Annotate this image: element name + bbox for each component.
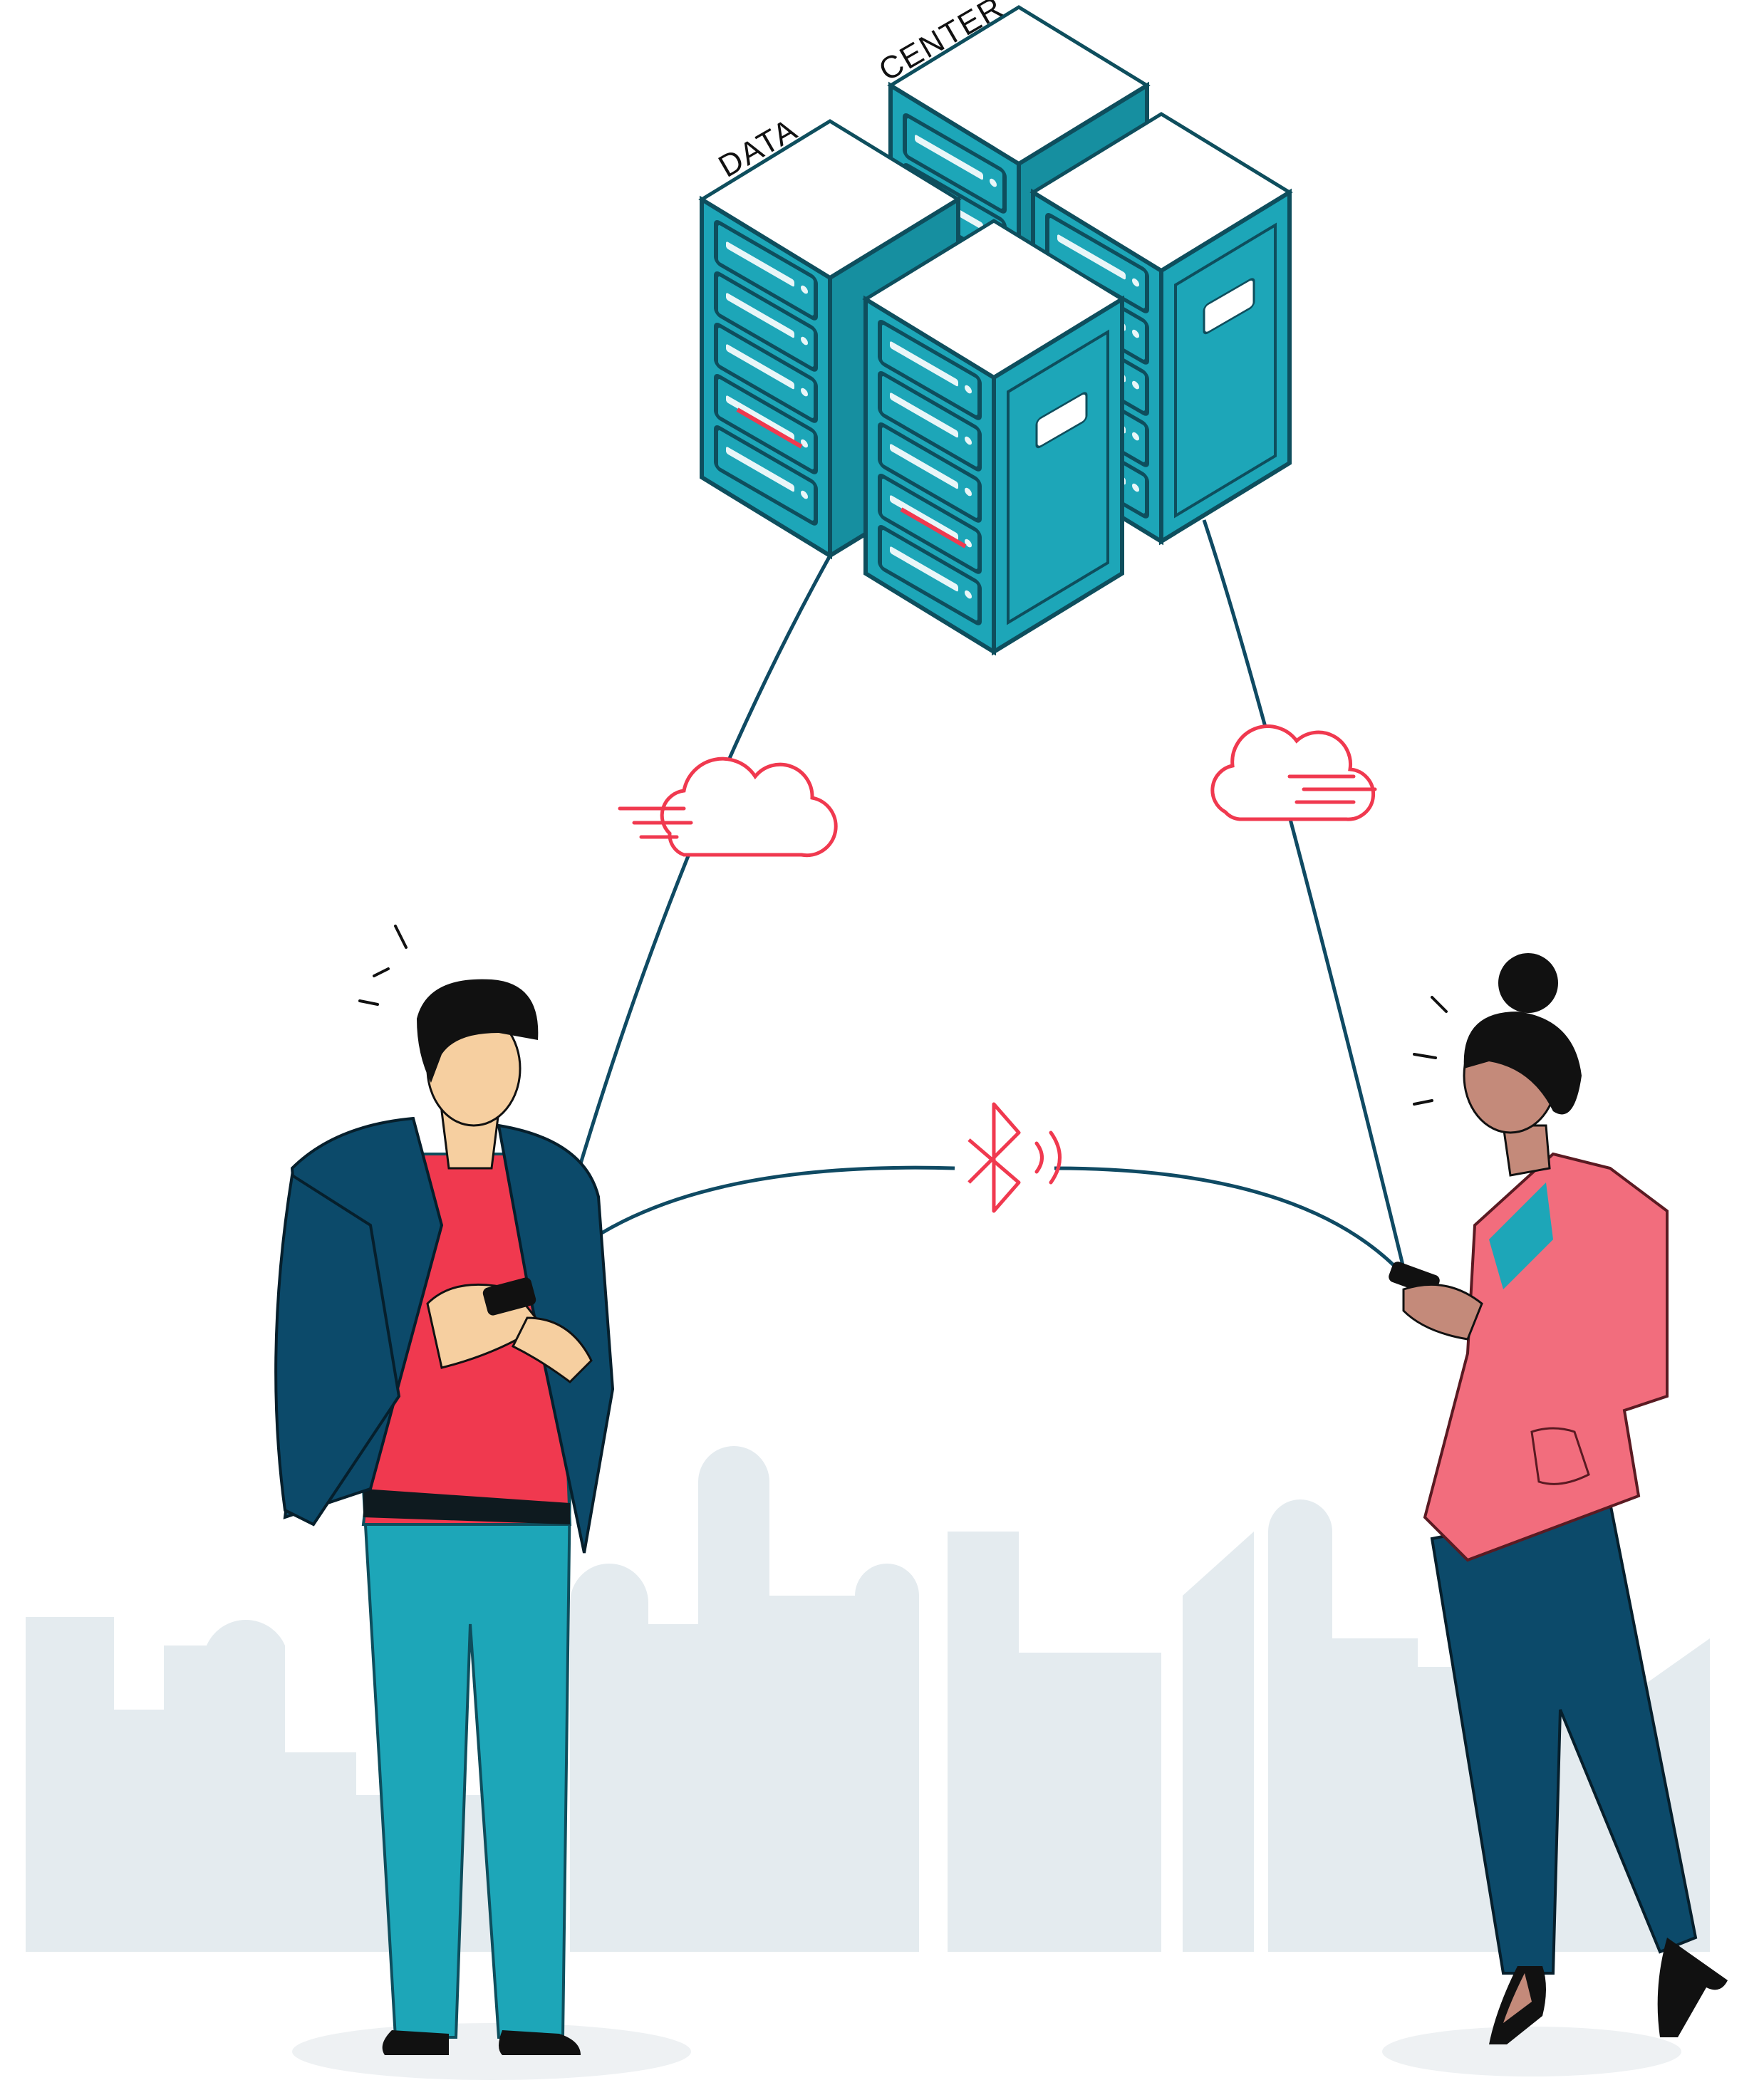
woman-figure	[1389, 953, 1728, 2044]
signal-waves-icon	[1034, 1130, 1062, 1185]
stress-lines	[1413, 996, 1448, 1106]
cloud-icon	[618, 757, 838, 858]
cloud-icon	[1210, 724, 1377, 821]
bar-chart-icon	[1035, 392, 1088, 449]
bar-chart-icon	[1203, 278, 1255, 335]
bluetooth-icon	[967, 1102, 1021, 1213]
data-center-servers: DATA CENTER	[698, 0, 1293, 656]
ground-shadow-left	[292, 2023, 691, 2080]
man-figure	[274, 925, 615, 2055]
stress-lines	[358, 925, 408, 1006]
server-rack-front	[862, 219, 1126, 656]
ground-shadow-right	[1382, 2027, 1681, 2076]
